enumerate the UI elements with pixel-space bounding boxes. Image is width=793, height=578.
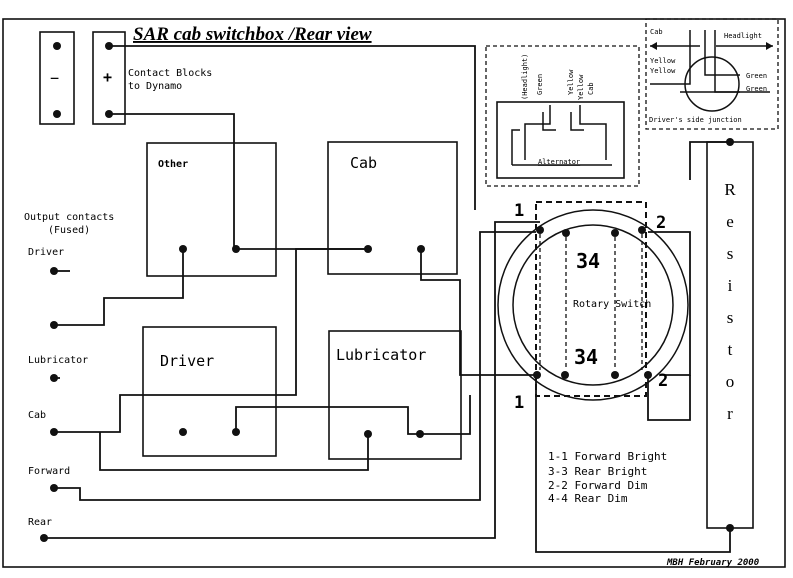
resistor-letter: i [728, 276, 733, 295]
wiring [44, 45, 731, 553]
fuse-box-cab [327, 141, 458, 275]
terminal-negative-top [53, 42, 61, 50]
resistor-letter: e [726, 212, 734, 231]
fuse-box-driver [142, 326, 277, 457]
box-label-driver: Driver [160, 352, 214, 370]
junction-yellow-2: Yellow [650, 67, 676, 75]
rotary-pos-2-top: 2 [656, 213, 666, 233]
terminal-negative-bottom [53, 110, 61, 118]
output-label-driver: Driver [28, 247, 64, 258]
alt-wire-yellow-2: Yellow [577, 74, 585, 100]
rotary-bottom-34: 34 [574, 345, 598, 369]
output-label-lubricator: Lubricator [28, 355, 88, 366]
alt-wire-yellow-1: Yellow [567, 69, 575, 95]
rotary-pos-1-top: 1 [514, 201, 524, 221]
output-label-forward: Forward [28, 466, 70, 477]
diagram-frame [2, 18, 786, 568]
negative-symbol: − [50, 69, 59, 87]
contact-block-negative [39, 31, 75, 125]
contact-block-positive [92, 31, 126, 125]
box-label-cab: Cab [350, 154, 377, 172]
resistor-letter: r [727, 404, 733, 423]
contact-blocks-sublabel: to Dynamo [128, 81, 182, 92]
rotary-top-34: 34 [576, 249, 600, 273]
box-label-lubricator: Lubricator [336, 346, 426, 364]
resistor-letter: s [727, 244, 734, 263]
resistor-letter: s [727, 308, 734, 327]
alt-wire-headlight: (Headlight) [521, 54, 529, 100]
alt-wire-cab: Cab [587, 82, 595, 95]
credit: MBH February 2000 [666, 558, 760, 568]
rotary-switch [497, 201, 689, 401]
junction-caption: Driver's side junction [649, 116, 742, 124]
alt-wire-green: Green [536, 74, 544, 95]
resistor-letter: R [724, 180, 736, 199]
junction-inset [645, 18, 779, 130]
junction-green-1: Green [746, 72, 767, 80]
contact-blocks-label: Contact Blocks [128, 68, 212, 79]
legend-1-1: 1-1 Forward Bright [548, 450, 667, 463]
junction-yellow-1: Yellow [650, 57, 676, 65]
alternator-inset [485, 45, 640, 187]
positive-symbol: + [103, 68, 112, 86]
output-contacts-fused: (Fused) [48, 225, 90, 236]
resistor-letter: o [726, 372, 735, 391]
output-contacts-heading: Output contacts [24, 212, 114, 223]
legend-2-2: 2-2 Forward Dim [548, 479, 648, 492]
contact-blocks: − + [39, 31, 126, 125]
output-label-cab: Cab [28, 410, 46, 421]
junction-headlight: Headlight [724, 32, 762, 40]
diagram-title: SAR cab switchbox /Rear view [133, 24, 372, 45]
rotary-pos-2-bottom: 2 [658, 371, 668, 391]
alternator-label: Alternator [538, 158, 580, 166]
box-label-other: Other [158, 159, 188, 170]
resistor-letter: t [728, 340, 733, 359]
output-label-rear: Rear [28, 517, 52, 528]
junction-green-2: Green [746, 85, 767, 93]
resistor [706, 138, 754, 532]
rotary-pos-1-bottom: 1 [514, 393, 524, 413]
legend-3-3: 3-3 Rear Bright [548, 465, 647, 478]
rotary-switch-label: Rotary Switch [573, 299, 651, 310]
junction-cab: Cab [650, 28, 663, 36]
legend-4-4: 4-4 Rear Dim [548, 492, 628, 505]
